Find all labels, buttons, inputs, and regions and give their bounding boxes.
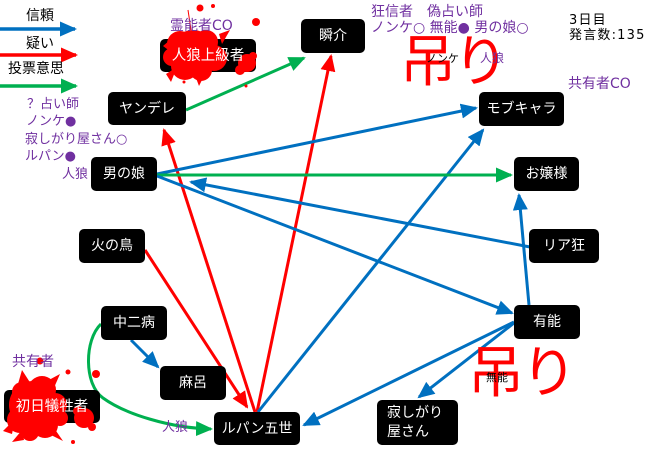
player-name: 麻呂 <box>179 375 207 391</box>
player-name: リア狂 <box>543 238 585 254</box>
annotation-left-note: ノンケ● <box>26 114 77 129</box>
player-name: 初日犠牲者 <box>15 398 89 415</box>
annotation-kyouyuusha-co: 共有者CO <box>568 76 631 92</box>
hang-mark-2: 吊り <box>468 341 577 406</box>
edge-trust-riakyou-to-otokonoko <box>189 177 531 249</box>
player-node-jinrou-joukyuusha[interactable]: 人狼上級者 <box>160 39 256 72</box>
edge-trust-yuunou-to-ojousama <box>512 193 531 306</box>
player-name: 火の鳥 <box>91 238 133 254</box>
player-node-hinotori[interactable]: 火の鳥 <box>79 229 145 263</box>
annotation-lupin-jinrou: 人狼 <box>162 420 189 435</box>
legend-label-trust: 信頼 <box>26 8 54 24</box>
player-name: 中二病 <box>113 315 155 331</box>
player-name-line-1: 寂しがり <box>387 404 443 421</box>
annotation-left-note: ？占い師 <box>27 97 80 112</box>
player-node-shunsuke[interactable]: 瞬介 <box>301 19 365 53</box>
player-name: ヤンデレ <box>119 100 175 117</box>
legend-label-doubt: 疑い <box>26 36 54 52</box>
player-name-line-2: 屋さん <box>387 423 429 440</box>
hang-mark-1: 吊り <box>400 30 509 95</box>
annotation-top-right-line-2: ノンケ○ 無能● 男の娘○ <box>371 20 529 36</box>
legend-label-vote: 投票意思 <box>8 61 64 77</box>
player-node-shonichi-giseisha[interactable]: 初日犠牲者 <box>4 390 100 423</box>
player-node-lupin-gosei[interactable]: ルパン五世 <box>214 412 300 445</box>
annotation-left-note: 寂しがり屋さん○ <box>25 132 128 147</box>
hang-2-note-black: 無能 <box>486 371 508 384</box>
annotation-kyouyuusha: 共有者 <box>12 354 54 370</box>
player-name: ルパン五世 <box>221 420 293 437</box>
message-count: 発言数:135 <box>569 28 646 43</box>
annotation-reinousha-co: 霊能者CO <box>170 18 233 34</box>
edge-trust-lupin-to-mob <box>256 128 485 413</box>
player-name: 瞬介 <box>319 28 347 44</box>
annotation-top-right-line-1: 狂信者 偽占い師 <box>371 4 483 20</box>
player-name: モブキャラ <box>486 101 557 117</box>
player-node-maro[interactable]: 麻呂 <box>160 366 226 400</box>
player-node-ojousama[interactable]: お嬢様 <box>514 157 579 191</box>
annotation-left-note: ルパン● <box>25 149 76 164</box>
player-node-yuunou[interactable]: 有能 <box>514 305 580 339</box>
edge-trust-otokonoko-to-mob <box>156 103 478 176</box>
player-name: 人狼上級者 <box>171 47 245 64</box>
player-node-mob-chara[interactable]: モブキャラ <box>479 92 564 126</box>
player-name: お嬢様 <box>525 166 568 182</box>
edge-trust-otokonoko-to-yuunou <box>156 174 514 315</box>
player-node-otokonoko[interactable]: 男の娘 <box>91 157 157 191</box>
edge-trust-chuunibyou-to-maro <box>129 338 160 369</box>
hang-1-note-black: ノンケ <box>426 52 459 65</box>
hang-1-note-purple: 人狼 <box>480 51 505 65</box>
edge-doubt-lupin-to-shunsuke <box>255 54 336 413</box>
player-node-riakyou[interactable]: リア狂 <box>529 229 599 263</box>
player-node-sabishigariyasan[interactable]: 寂しがり 屋さん <box>377 400 458 445</box>
player-name: 有能 <box>533 314 561 330</box>
day-counter: 3日目 <box>569 13 607 28</box>
player-name: 男の娘 <box>103 166 145 182</box>
player-node-yandere[interactable]: ヤンデレ <box>108 92 186 125</box>
player-node-chuunibyou[interactable]: 中二病 <box>101 306 167 340</box>
annotation-left-note: 人狼 <box>62 167 89 182</box>
